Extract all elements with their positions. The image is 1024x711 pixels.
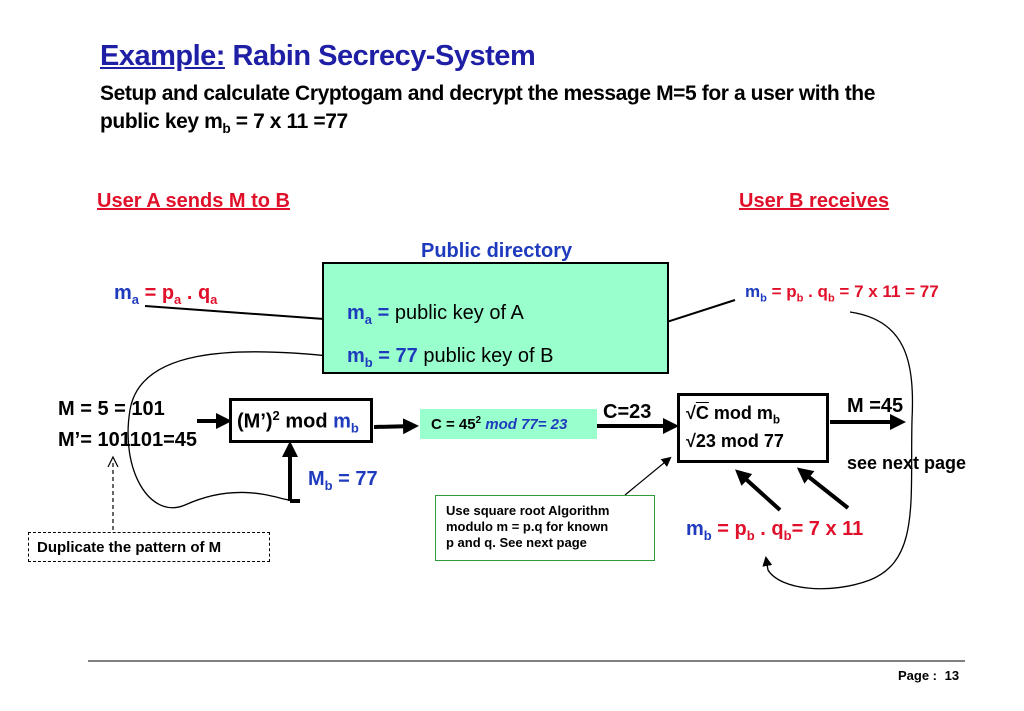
dir-b-sub: b	[364, 355, 373, 370]
decrypt-box	[677, 393, 829, 463]
algorithm-note-text: Use square root Algorithm modulo m = p.q…	[446, 503, 609, 551]
mb-bottom-p: p	[734, 518, 747, 540]
mb-bottom-rest: = 7 x 11	[791, 518, 864, 540]
page-indicator: Page : 13	[898, 668, 959, 683]
enc-m-sub: b	[350, 420, 359, 436]
arrow-note-to-decrypt	[624, 456, 672, 496]
mb-below-rest: = 77	[332, 468, 378, 490]
ma-q-sub: a	[210, 292, 218, 307]
dir-a-text: public key of A	[394, 302, 524, 324]
cipher-sup: 2	[475, 415, 482, 426]
directory-row-a: ma = public key of A	[347, 302, 524, 327]
ma-p-sub: a	[174, 292, 182, 307]
mb-top-dot: . q	[803, 282, 828, 301]
subtitle-text-b: = 7 x 11 =77	[230, 110, 348, 133]
public-directory-box	[322, 262, 669, 374]
note-line-2: modulo m = p.q for known	[446, 519, 609, 534]
enc-b: mod	[279, 410, 334, 433]
mb-definition-top: mb = pb . qb = 7 x 11 = 77	[745, 282, 939, 304]
public-directory-label: Public directory	[421, 240, 573, 262]
cipher-result: C=23	[603, 401, 652, 423]
subtitle-text-a: public key m	[100, 110, 223, 133]
ma-dot: .	[181, 282, 198, 304]
curve-mb-top-to-bottom	[762, 311, 914, 590]
duplicate-note-box	[28, 532, 270, 562]
mb-bottom-q-sub: b	[783, 528, 792, 543]
see-next-page: see next page	[847, 453, 967, 473]
mb-top-eq: =	[766, 282, 787, 301]
cipher-a: C = 45	[431, 416, 476, 433]
directory-row-b: mb = 77 public key of B	[347, 345, 553, 370]
enc-m: m	[333, 410, 351, 433]
subtitle-line-2: public key mb = 7 x 11 =77	[100, 110, 348, 136]
ma-p: p	[161, 282, 175, 304]
arrow-mb-bottom-1	[735, 469, 782, 512]
decrypt-line-1: √C mod mb	[686, 403, 780, 427]
user-b-label: User B receives	[739, 190, 890, 212]
curve-directory-to-mb	[127, 351, 339, 509]
page-number: 13	[944, 668, 960, 683]
mb-top-p: p	[786, 282, 797, 301]
mb-below-sub: b	[324, 478, 333, 493]
dec-line1-rest: mod m	[708, 403, 773, 423]
dir-a-sub: a	[364, 312, 373, 327]
mb-top-q-sub: b	[827, 292, 835, 305]
dec-line2-rest: 23 mod 77	[695, 431, 784, 451]
dir-b-text: public key of B	[417, 345, 554, 367]
dec-c: C	[695, 403, 709, 423]
message-line-2: M’= 101101=45	[58, 429, 198, 451]
duplicate-note-text: Duplicate the pattern of M	[37, 539, 222, 556]
cipher-box	[420, 409, 597, 439]
encrypt-box	[229, 398, 373, 443]
subtitle-sub: b	[222, 121, 231, 137]
mb-bottom-sub: b	[703, 528, 712, 543]
arrow-encrypt-to-cipher	[373, 418, 419, 435]
arrow-ma-to-directory	[144, 305, 340, 325]
ma-q: q	[197, 282, 211, 304]
user-a-label: User A sends M to B	[97, 190, 290, 212]
mb-definition-bottom: mb = pb . qb= 7 x 11	[686, 518, 863, 543]
cipher-formula: C = 452 mod 77= 23	[431, 415, 567, 433]
ma-definition: ma = pa . qa	[114, 282, 217, 307]
mb-top-m-sub: b	[760, 292, 767, 305]
dir-a-eq: =	[372, 302, 395, 324]
page-title: Example: Rabin Secrecy-System	[100, 40, 536, 73]
title-prefix: Example:	[100, 40, 225, 72]
note-line-1: Use square root Algorithm	[446, 503, 610, 518]
note-line-3: p and q. See next page	[446, 535, 587, 550]
ma-m-sub: a	[131, 292, 140, 307]
subtitle-line-1: Setup and calculate Cryptogam and decryp…	[100, 82, 875, 105]
cipher-b: mod 77= 23	[481, 416, 568, 433]
enc-a: (M’)	[237, 410, 273, 433]
m-result: M =45	[847, 395, 904, 417]
mb-bottom-dot: . q	[754, 518, 784, 540]
algorithm-note-box	[435, 495, 655, 561]
mb-below-m: M	[308, 468, 325, 490]
ma-m: m	[114, 282, 132, 304]
dec-line1-sub: b	[772, 413, 781, 427]
arrow-mb-bottom-2	[796, 467, 850, 510]
ma-eq: =	[139, 282, 162, 304]
enc-sup: 2	[272, 408, 280, 423]
decrypt-line-2: √23 mod 77	[686, 431, 784, 452]
mb-bottom-eq: =	[711, 518, 735, 540]
mb-below-label: Mb = 77	[308, 468, 378, 493]
message-line-1: M = 5 = 101	[58, 398, 165, 420]
encrypt-formula: (M’)2 mod mb	[237, 408, 359, 436]
sqrt-symbol-1: √	[686, 403, 696, 423]
mb-bottom-p-sub: b	[746, 528, 755, 543]
mb-bottom-m: m	[686, 518, 704, 540]
dir-b-eq: = 77	[372, 345, 418, 367]
page-label: Page :	[898, 668, 938, 683]
mb-top-p-sub: b	[796, 292, 804, 305]
mb-top-rest: = 7 x 11 = 77	[834, 282, 939, 301]
dir-a-m: m	[347, 302, 365, 324]
title-rest: Rabin Secrecy-System	[224, 40, 536, 72]
dir-b-m: m	[347, 345, 365, 367]
arrowhead-duplicate	[107, 455, 119, 468]
mb-top-m: m	[745, 282, 761, 301]
sqrt-symbol-2: √	[686, 431, 696, 451]
